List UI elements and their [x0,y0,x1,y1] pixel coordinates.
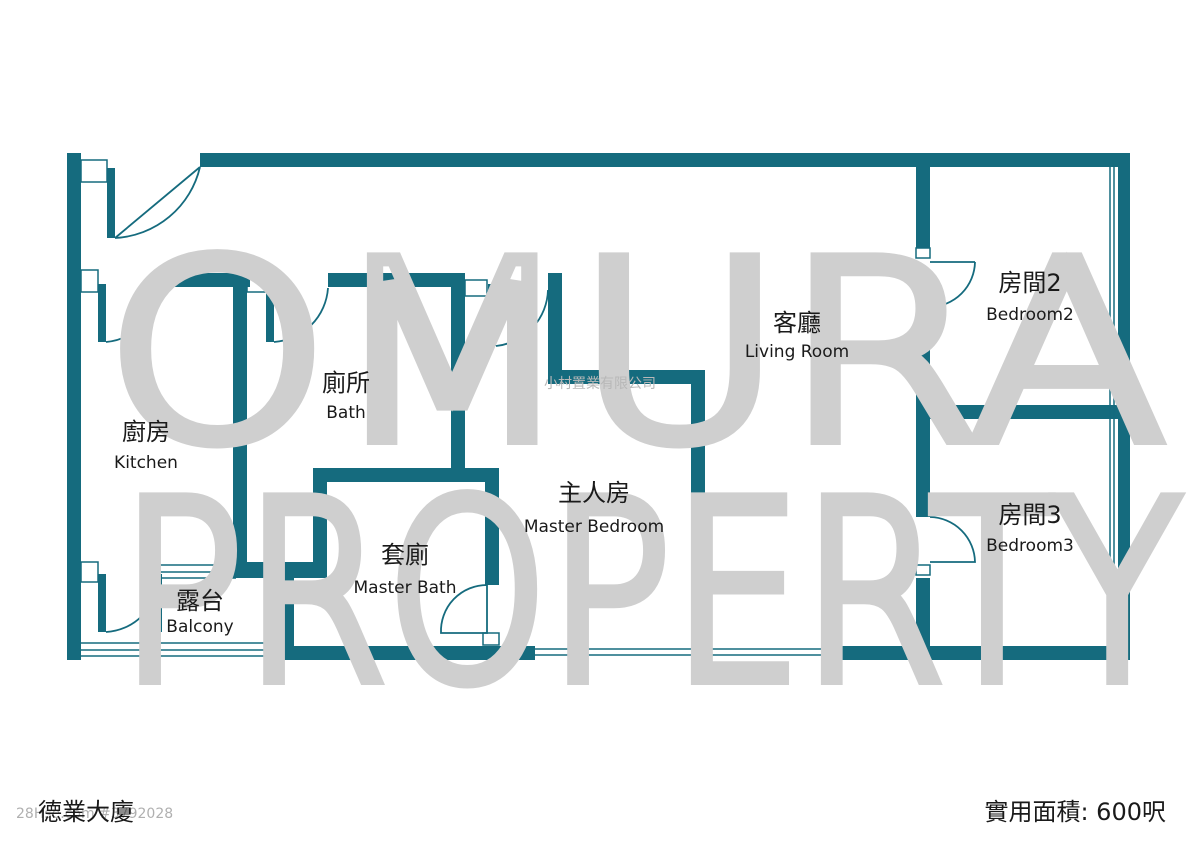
room-bedroom2: 房間2 Bedroom2 [986,269,1074,325]
door-stub-bedroom3 [915,564,931,576]
door-master-bedroom [495,289,549,347]
room-master-bedroom-en: Master Bedroom [524,517,664,537]
watermark-line-1: OMURA [105,211,1165,496]
room-bedroom3-zh: 房間3 [998,501,1061,529]
walls [67,153,1130,660]
wall-bottom-right [830,646,1130,660]
room-balcony-zh: 露台 [176,587,224,615]
wall-master-bedroom-top [548,370,705,384]
wall-bottom-mid [420,646,535,660]
wall-bedrooms-left-upper [916,166,930,248]
room-kitchen-zh: 廚房 [122,418,170,446]
door-bath [273,287,329,343]
wall-bedrooms-divider [930,405,1128,419]
wall-master-bath-leftdown [280,562,294,660]
wall-master-bath-left [313,468,327,578]
room-living-zh: 客廳 [773,309,821,337]
door-stub-kitchen [80,269,99,293]
wall-top [200,153,1128,167]
door-stub-bath [246,273,268,293]
wall-master-bedroom-right [691,370,705,660]
room-master-bath-zh: 套廁 [381,541,429,569]
wall-kitchen-left-jamb [98,284,106,342]
room-master-bedroom-zh: 主人房 [558,479,630,507]
room-bedroom2-en: Bedroom2 [986,305,1074,325]
room-living-en: Living Room [745,342,849,362]
room-bedroom3: 房間3 Bedroom3 [986,501,1074,556]
room-bath-en: Bath [326,403,366,423]
wall-bedrooms-left-lower [916,578,930,660]
room-master-bath-en: Master Bath [354,578,457,598]
wall-bath-right-jamb [488,284,496,346]
room-master-bath: 套廁 Master Bath [354,541,457,598]
room-master-bedroom: 主人房 Master Bedroom [524,479,664,537]
wall-kitchen-top [160,273,250,287]
room-kitchen: 廚房 Kitchen [114,418,178,473]
watermark: OMURA PROPERTY 小村置業有限公司 [98,204,1187,743]
room-labels: 客廳 Living Room 房間2 Bedroom2 房間3 Bedroom3… [114,269,1074,637]
door-kitchen [105,287,161,343]
watermark-line-2: PROPERTY [120,451,1180,736]
door-kitchen-lower [105,579,159,633]
wall-left [67,153,81,660]
room-living: 客廳 Living Room [745,309,849,362]
room-balcony-en: Balcony [166,617,233,637]
watermark-company: 小村置業有限公司 [544,376,656,392]
door-stub-bedroom2 [915,247,931,259]
wall-master-bath-right [485,468,499,585]
wall-entry-jamb [107,168,115,238]
door-stub-entry [80,159,108,183]
room-bath-zh: 廁所 [322,369,370,397]
listing-reference: 28Hse.com #3792028 [16,806,174,822]
wall-kitchen-bath-divider [233,273,247,576]
room-bedroom2-zh: 房間2 [998,269,1061,297]
room-kitchen-en: Kitchen [114,453,178,473]
door-master-bath [440,584,488,634]
wall-bath-top [328,273,464,287]
door-bedroom2 [929,261,976,308]
room-balcony: 露台 Balcony [166,587,233,637]
wall-balcony-left-jamb [155,574,162,632]
door-entry [114,166,201,239]
wall-bath-right [451,273,465,473]
wall-kitchen-bottom-jamb [98,574,106,632]
door-stub-master-bath [482,632,500,646]
windows [80,159,1115,657]
wall-master-bath-top [313,468,498,482]
door-stub-master [464,279,488,297]
building-name: 德業大廈 [38,798,134,826]
door-stub-kitchen-bottom [80,561,99,583]
room-bath: 廁所 Bath [322,369,370,423]
wall-bottom-left [280,646,420,660]
doors [105,166,976,634]
saleable-area: 實用面積: 600呎 [984,798,1166,826]
wall-bath-left-jamb [266,284,274,342]
wall-master-bedroom-left [548,273,562,383]
door-bedroom3 [929,516,976,563]
wall-bedrooms-left-mid [916,307,930,517]
room-bedroom3-en: Bedroom3 [986,536,1074,556]
